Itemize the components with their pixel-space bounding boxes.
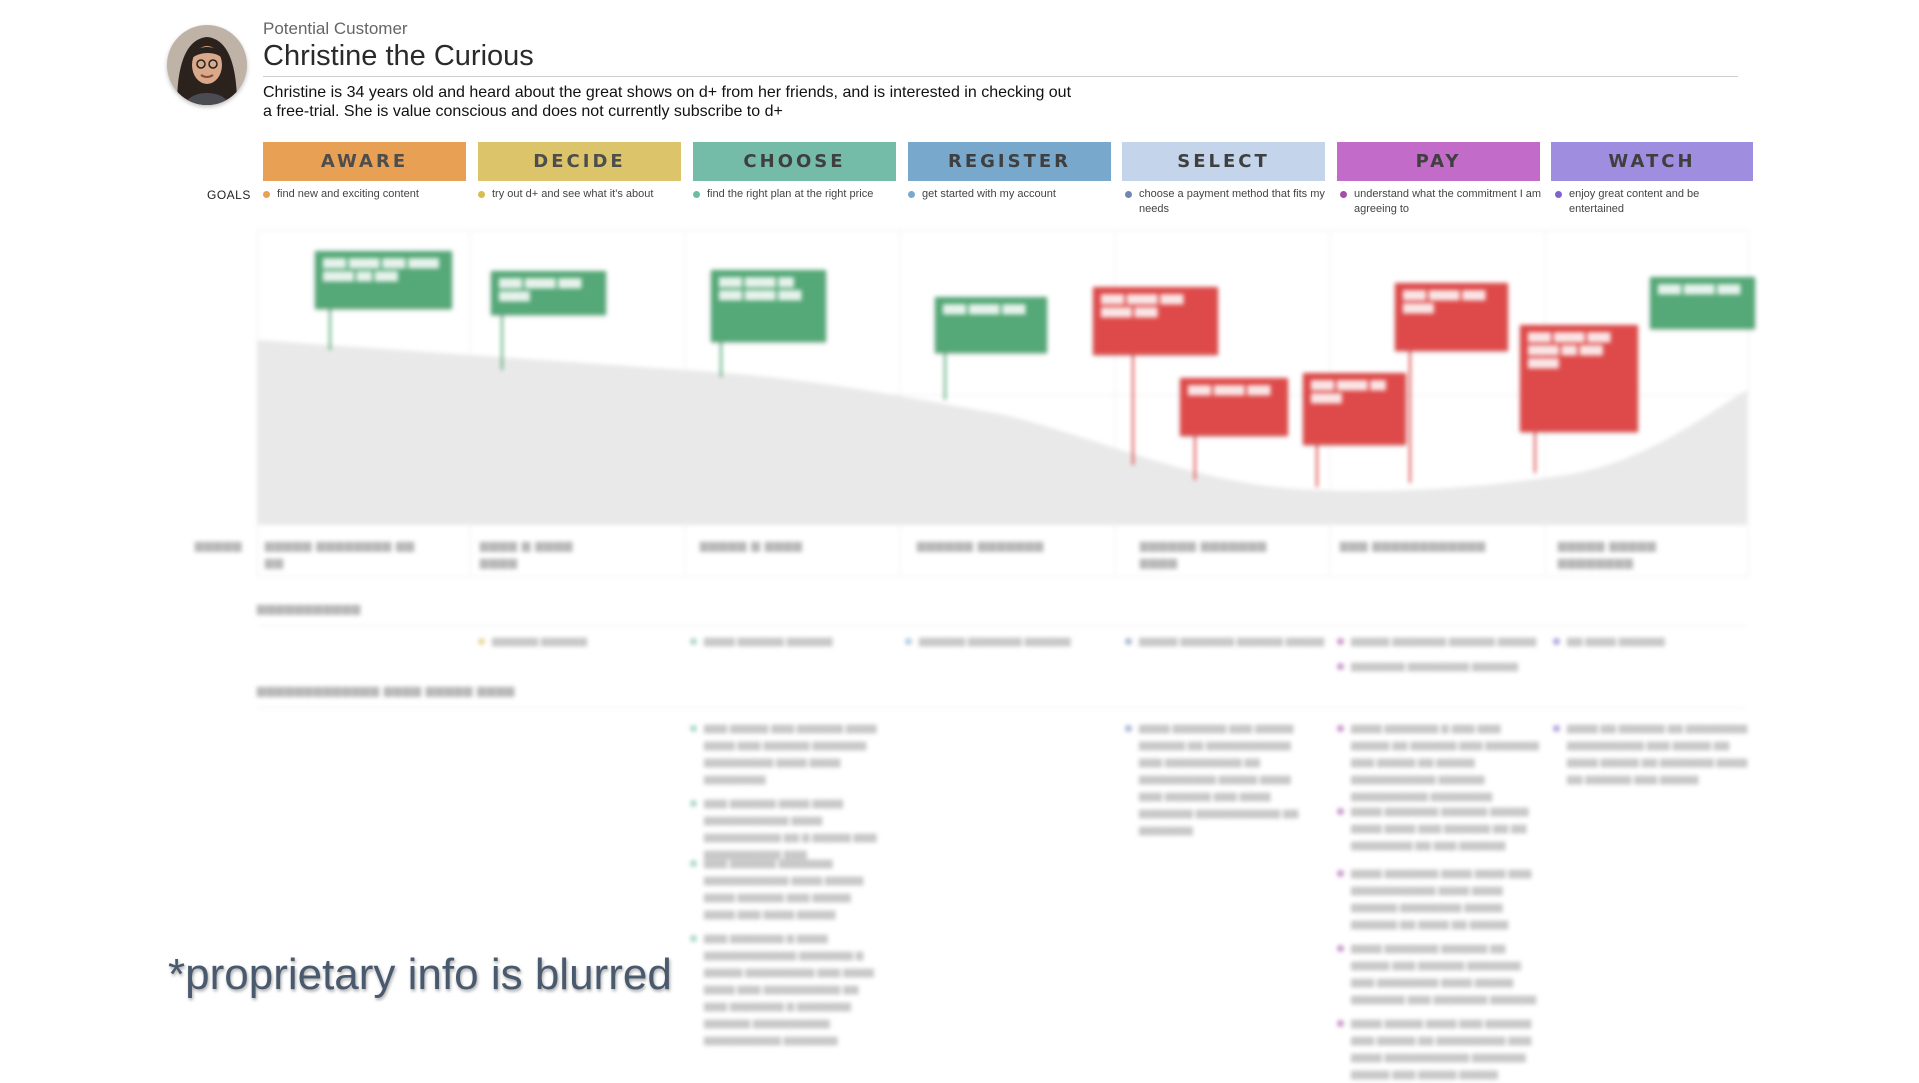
- blurred-note: ▇▇▇ ▇▇▇▇ ▇▇ ▇▇▇▇: [1303, 373, 1406, 445]
- blurred-opportunity: ▆▆▆▆ ▆▆▆▆▆▆▆ ▆▆▆▆▆▆ ▆▆▆▆▆ ▆▆▆▆ ▆▆▆▆ ▆▆▆ …: [1337, 803, 1541, 854]
- goal-text: try out d+ and see what it's about: [492, 188, 654, 200]
- blurred-divider: [257, 625, 1747, 626]
- stage-watch: WATCH: [1551, 142, 1753, 181]
- blurred-action: ▆▆▆▆▆ ▆ ▆▆▆▆: [700, 540, 803, 552]
- blurred-journey-area: ▇▇▇ ▇▇▇▇ ▇▇▇ ▇▇▇▇ ▇▇▇▇ ▇▇ ▇▇▇ ▇▇▇ ▇▇▇▇ ▇…: [195, 225, 1765, 1083]
- blurred-touchpoint: ▆▆ ▆▆▆▆ ▆▆▆▆▆▆: [1553, 633, 1727, 650]
- blurred-action: ▆▆▆▆▆▆ ▆▆▆▆▆▆▆ ▆▆▆▆: [1140, 540, 1268, 569]
- blurred-note: ▇▇▇ ▇▇▇▇ ▇▇ ▇▇▇ ▇▇▇▇ ▇▇▇: [711, 270, 826, 342]
- goal-choose: find the right plan at the right price: [693, 187, 907, 202]
- blurred-touchpoint: ▆▆▆▆ ▆▆▆▆▆▆ ▆▆▆▆▆▆: [690, 633, 884, 650]
- blurred-touchpoint: ▆▆▆▆▆▆ ▆▆▆▆▆▆: [478, 633, 672, 650]
- blurred-note: ▇▇▇ ▇▇▇▇ ▇▇▇ ▇▇▇▇ ▇▇▇▇ ▇▇ ▇▇▇: [315, 251, 452, 309]
- blurred-note: ▇▇▇ ▇▇▇▇ ▇▇▇ ▇▇▇▇ ▇▇ ▇▇▇ ▇▇▇▇: [1520, 325, 1638, 432]
- goal-watch: enjoy great content and be entertained: [1555, 187, 1729, 217]
- blurred-opportunity: ▆▆▆ ▆▆▆▆▆▆ ▆▆▆▆ ▆▆▆▆ ▆▆▆▆▆▆▆▆▆▆▆ ▆▆▆▆ ▆▆…: [690, 795, 879, 863]
- goals-label: GOALS: [207, 188, 251, 202]
- emotion-curve: [257, 230, 1747, 575]
- goal-bullet-icon: [478, 191, 485, 198]
- blurred-action: ▆▆▆▆▆▆ ▆▆▆▆▆▆▆: [917, 540, 1045, 552]
- goal-bullet-icon: [263, 191, 270, 198]
- blurred-section-heading: ▆▆▆▆▆▆▆▆▆▆▆: [257, 603, 362, 615]
- goal-select: choose a payment method that fits my nee…: [1125, 187, 1339, 217]
- stage-decide: DECIDE: [478, 142, 681, 181]
- goal-bullet-icon: [908, 191, 915, 198]
- blurred-action: ▆▆▆▆ ▆ ▆▆▆▆ ▆▆▆▆: [480, 540, 574, 569]
- proprietary-disclaimer: *proprietary info is blurred: [168, 950, 672, 999]
- blurred-action: ▆▆▆▆▆ ▆▆▆▆▆▆▆▆ ▆▆ ▆▆: [265, 540, 416, 569]
- goal-bullet-icon: [1125, 191, 1132, 198]
- stage-choose: CHOOSE: [693, 142, 896, 181]
- blurred-note: ▇▇▇ ▇▇▇▇ ▇▇▇ ▇▇▇▇ ▇▇▇: [1093, 287, 1218, 355]
- persona-name: Christine the Curious: [263, 40, 534, 72]
- blurred-touchpoint: ▆▆▆▆▆ ▆▆▆▆▆▆▆ ▆▆▆▆▆▆ ▆▆▆▆▆: [1337, 633, 1551, 650]
- persona-type-label: Potential Customer: [263, 19, 408, 38]
- blurred-opportunity: ▆▆▆ ▆▆▆▆▆▆▆ ▆ ▆▆▆▆ ▆▆▆▆▆▆▆▆▆▆▆▆ ▆▆▆▆▆▆▆ …: [690, 930, 879, 1049]
- goal-text: enjoy great content and be entertained: [1569, 188, 1700, 215]
- blurred-row-label: ▆▆▆▆▆: [195, 540, 243, 552]
- goal-text: choose a payment method that fits my nee…: [1139, 188, 1325, 215]
- blurred-note: ▇▇▇ ▇▇▇▇ ▇▇▇: [1650, 277, 1755, 329]
- goal-bullet-icon: [693, 191, 700, 198]
- stage-select: SELECT: [1122, 142, 1325, 181]
- goal-decide: try out d+ and see what it's about: [478, 187, 692, 202]
- stage-aware: AWARE: [263, 142, 466, 181]
- blurred-note: ▇▇▇ ▇▇▇▇ ▇▇▇: [935, 297, 1047, 353]
- avatar-portrait-icon: [167, 25, 247, 105]
- blurred-note: ▇▇▇ ▇▇▇▇ ▇▇▇: [1180, 378, 1288, 436]
- goal-text: find the right plan at the right price: [707, 188, 874, 200]
- blurred-touchpoint: ▆▆▆▆▆ ▆▆▆▆▆▆▆ ▆▆▆▆▆▆ ▆▆▆▆▆: [1125, 633, 1339, 650]
- stage-pay: PAY: [1337, 142, 1540, 181]
- blurred-opportunity: ▆▆▆ ▆▆▆▆▆ ▆▆▆ ▆▆▆▆▆▆ ▆▆▆▆ ▆▆▆▆ ▆▆▆ ▆▆▆▆▆…: [690, 720, 879, 788]
- stage-register: REGISTER: [908, 142, 1111, 181]
- blurred-action: ▆▆▆ ▆▆▆▆▆▆▆▆▆▆▆▆: [1340, 540, 1486, 552]
- blurred-touchpoint: ▆▆▆▆▆▆ ▆▆▆▆▆▆▆ ▆▆▆▆▆▆: [905, 633, 1099, 650]
- blurred-action: ▆▆▆▆▆ ▆▆▆▆▆ ▆▆▆▆▆▆▆▆: [1558, 540, 1657, 569]
- goal-text: understand what the commitment I am agre…: [1354, 188, 1542, 215]
- blurred-opportunity: ▆▆▆▆ ▆▆▆▆▆ ▆▆▆▆ ▆▆▆ ▆▆▆▆▆▆ ▆▆▆ ▆▆▆▆▆ ▆▆ …: [1337, 1015, 1541, 1083]
- persona-avatar: [167, 25, 247, 105]
- header-divider: [263, 76, 1738, 77]
- blurred-opportunity: ▆▆▆▆ ▆▆▆▆▆▆▆ ▆ ▆▆▆ ▆▆▆ ▆▆▆▆▆ ▆▆ ▆▆▆▆▆▆ ▆…: [1337, 720, 1541, 805]
- blurred-opportunity: ▆▆▆▆ ▆▆▆▆▆▆▆ ▆▆▆▆▆▆ ▆▆ ▆▆▆▆▆ ▆▆▆ ▆▆▆▆▆▆ …: [1337, 940, 1541, 1008]
- blurred-opportunity: ▆▆▆▆ ▆▆▆▆▆▆▆ ▆▆▆▆ ▆▆▆▆ ▆▆▆ ▆▆▆▆▆▆▆▆▆▆▆ ▆…: [1337, 865, 1541, 933]
- blurred-note: ▇▇▇ ▇▇▇▇ ▇▇▇ ▇▇▇▇: [1395, 283, 1508, 351]
- blurred-divider: [257, 707, 1747, 708]
- blurred-note: ▇▇▇ ▇▇▇▇ ▇▇▇ ▇▇▇▇: [491, 271, 606, 315]
- goal-pay: understand what the commitment I am agre…: [1340, 187, 1549, 217]
- blurred-opportunity: ▆▆▆ ▆▆▆▆▆▆ ▆▆▆▆▆▆▆ ▆▆▆▆▆▆▆▆▆▆▆ ▆▆▆▆ ▆▆▆▆…: [690, 855, 879, 923]
- blurred-section-heading: ▆▆▆▆▆▆▆▆▆▆▆▆▆ ▆▆▆▆ ▆▆▆▆▆ ▆▆▆▆: [257, 685, 516, 697]
- blurred-touchpoint: ▆▆▆▆▆▆▆ ▆▆▆▆▆▆▆▆ ▆▆▆▆▆▆: [1337, 658, 1551, 675]
- goal-bullet-icon: [1340, 191, 1347, 198]
- goal-bullet-icon: [1555, 191, 1562, 198]
- goal-aware: find new and exciting content: [263, 187, 467, 202]
- blurred-opportunity: ▆▆▆▆ ▆▆ ▆▆▆▆▆▆ ▆▆ ▆▆▆▆▆▆▆▆ ▆▆▆▆▆▆▆▆▆▆ ▆▆…: [1553, 720, 1757, 788]
- blurred-opportunity: ▆▆▆▆ ▆▆▆▆▆▆▆ ▆▆▆ ▆▆▆▆▆ ▆▆▆▆▆▆ ▆▆ ▆▆▆▆▆▆▆…: [1125, 720, 1314, 839]
- goal-text: find new and exciting content: [277, 188, 419, 200]
- goal-text: get started with my account: [922, 188, 1056, 200]
- goal-register: get started with my account: [908, 187, 1112, 202]
- persona-description: Christine is 34 years old and heard abou…: [263, 84, 1072, 120]
